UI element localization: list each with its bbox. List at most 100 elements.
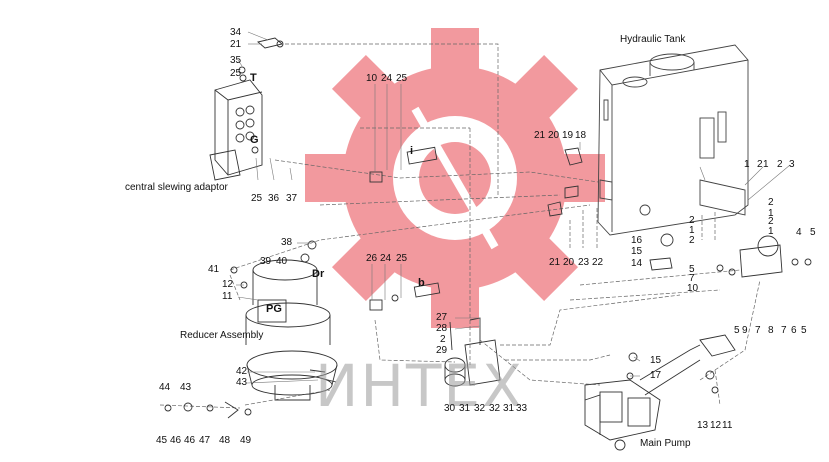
- callout: 22: [592, 257, 604, 268]
- fittings: [164, 146, 719, 419]
- callout: 23: [578, 257, 590, 268]
- callout: 11: [722, 420, 733, 431]
- callout: 15: [650, 355, 662, 366]
- callout: 2: [757, 159, 763, 170]
- callout: 32: [474, 403, 486, 414]
- callout: 1: [768, 208, 774, 219]
- callout: 18: [575, 130, 587, 141]
- callout: 49: [240, 435, 252, 446]
- callout: 38: [281, 237, 293, 248]
- callout: 2: [440, 334, 446, 345]
- callout: 20: [548, 130, 560, 141]
- callout: 25: [396, 253, 408, 264]
- callout: 7: [755, 325, 761, 336]
- callout: 9: [742, 325, 748, 336]
- callout: 28: [436, 323, 448, 334]
- port-mark-dr: Dr: [312, 268, 325, 280]
- callout: 47: [199, 435, 211, 446]
- port-mark-pg: PG: [266, 303, 282, 315]
- callout: 5: [734, 325, 740, 336]
- hydraulic-tank: [597, 44, 749, 236]
- callout: 20: [563, 257, 575, 268]
- callout: 36: [268, 193, 280, 204]
- callout: 1: [763, 159, 769, 170]
- caption-hydraulic-tank: Hydraulic Tank: [620, 34, 686, 45]
- callout: 1: [744, 159, 750, 170]
- callout: 25: [396, 73, 408, 84]
- callout: 31: [503, 403, 515, 414]
- reducer-assembly: [245, 259, 338, 401]
- callout: 13: [697, 420, 709, 431]
- caption-reducer: Reducer Assembly: [180, 330, 264, 341]
- watermark-gear: [305, 28, 605, 328]
- callout: 30: [444, 403, 456, 414]
- callout: 8: [768, 325, 774, 336]
- callout: 19: [562, 130, 574, 141]
- callout: 42: [236, 366, 248, 377]
- caption-central-slewing: central slewing adaptor: [125, 182, 228, 193]
- callout: 25: [230, 68, 242, 79]
- fitting-top: [238, 37, 284, 74]
- callout: 26: [366, 253, 378, 264]
- callout: 48: [219, 435, 231, 446]
- callout: 16: [631, 235, 643, 246]
- callout: 37: [286, 193, 298, 204]
- callout: 31: [459, 403, 471, 414]
- callout: 40: [276, 256, 288, 267]
- leader-lines: [236, 31, 791, 384]
- callout: 2: [777, 159, 783, 170]
- callout: 35: [230, 55, 242, 66]
- callout: 2: [768, 216, 774, 227]
- callout: 1: [768, 226, 774, 237]
- callout: 6: [791, 325, 797, 336]
- callout: 3: [789, 159, 795, 170]
- main-pump: [584, 334, 736, 451]
- callout: 46: [184, 435, 196, 446]
- port-mark-i: i: [410, 145, 414, 157]
- callout: 2: [768, 197, 774, 208]
- callout: 32: [489, 403, 501, 414]
- callout: 7: [689, 273, 695, 284]
- callout: 10: [687, 283, 699, 294]
- callout: 2: [689, 235, 695, 246]
- callout: 43: [236, 377, 248, 388]
- central-slewing-adaptor: [209, 74, 263, 181]
- callout: 46: [170, 435, 182, 446]
- callout: 34: [230, 27, 242, 38]
- callout: 44: [159, 382, 171, 393]
- callout: 15: [631, 246, 643, 257]
- manifold-right: [716, 235, 812, 278]
- callout: 17: [650, 370, 662, 381]
- callout: 5: [689, 264, 695, 275]
- callout: 39: [260, 256, 272, 267]
- port-mark-b: b: [418, 277, 425, 289]
- caption-main-pump: Main Pump: [640, 438, 691, 449]
- callout: 27: [436, 312, 448, 323]
- callout: 10: [366, 73, 378, 84]
- callout: 24: [380, 253, 392, 264]
- callout: 4: [796, 227, 802, 238]
- callout: 7: [781, 325, 787, 336]
- callout: 5: [801, 325, 807, 336]
- callout: 12: [710, 420, 722, 431]
- port-mark-g: G: [250, 134, 259, 146]
- callout: 29: [436, 345, 448, 356]
- callout: 43: [180, 382, 192, 393]
- callout: 14: [631, 258, 643, 269]
- callout: 41: [208, 264, 220, 275]
- callout: 2: [689, 215, 695, 226]
- callout: 5: [810, 227, 816, 238]
- callout: 25: [251, 193, 263, 204]
- callout: 1: [689, 225, 695, 236]
- callout: 24: [381, 73, 393, 84]
- callout: 21: [534, 130, 546, 141]
- callout: 21: [230, 39, 242, 50]
- watermark-text: ИНТЕХ: [315, 352, 524, 420]
- callout: 45: [156, 435, 168, 446]
- port-mark-t: T: [250, 72, 257, 84]
- callout: 33: [516, 403, 528, 414]
- hose-lines: [159, 43, 761, 409]
- callout: 21: [549, 257, 561, 268]
- callout: 12: [222, 279, 234, 290]
